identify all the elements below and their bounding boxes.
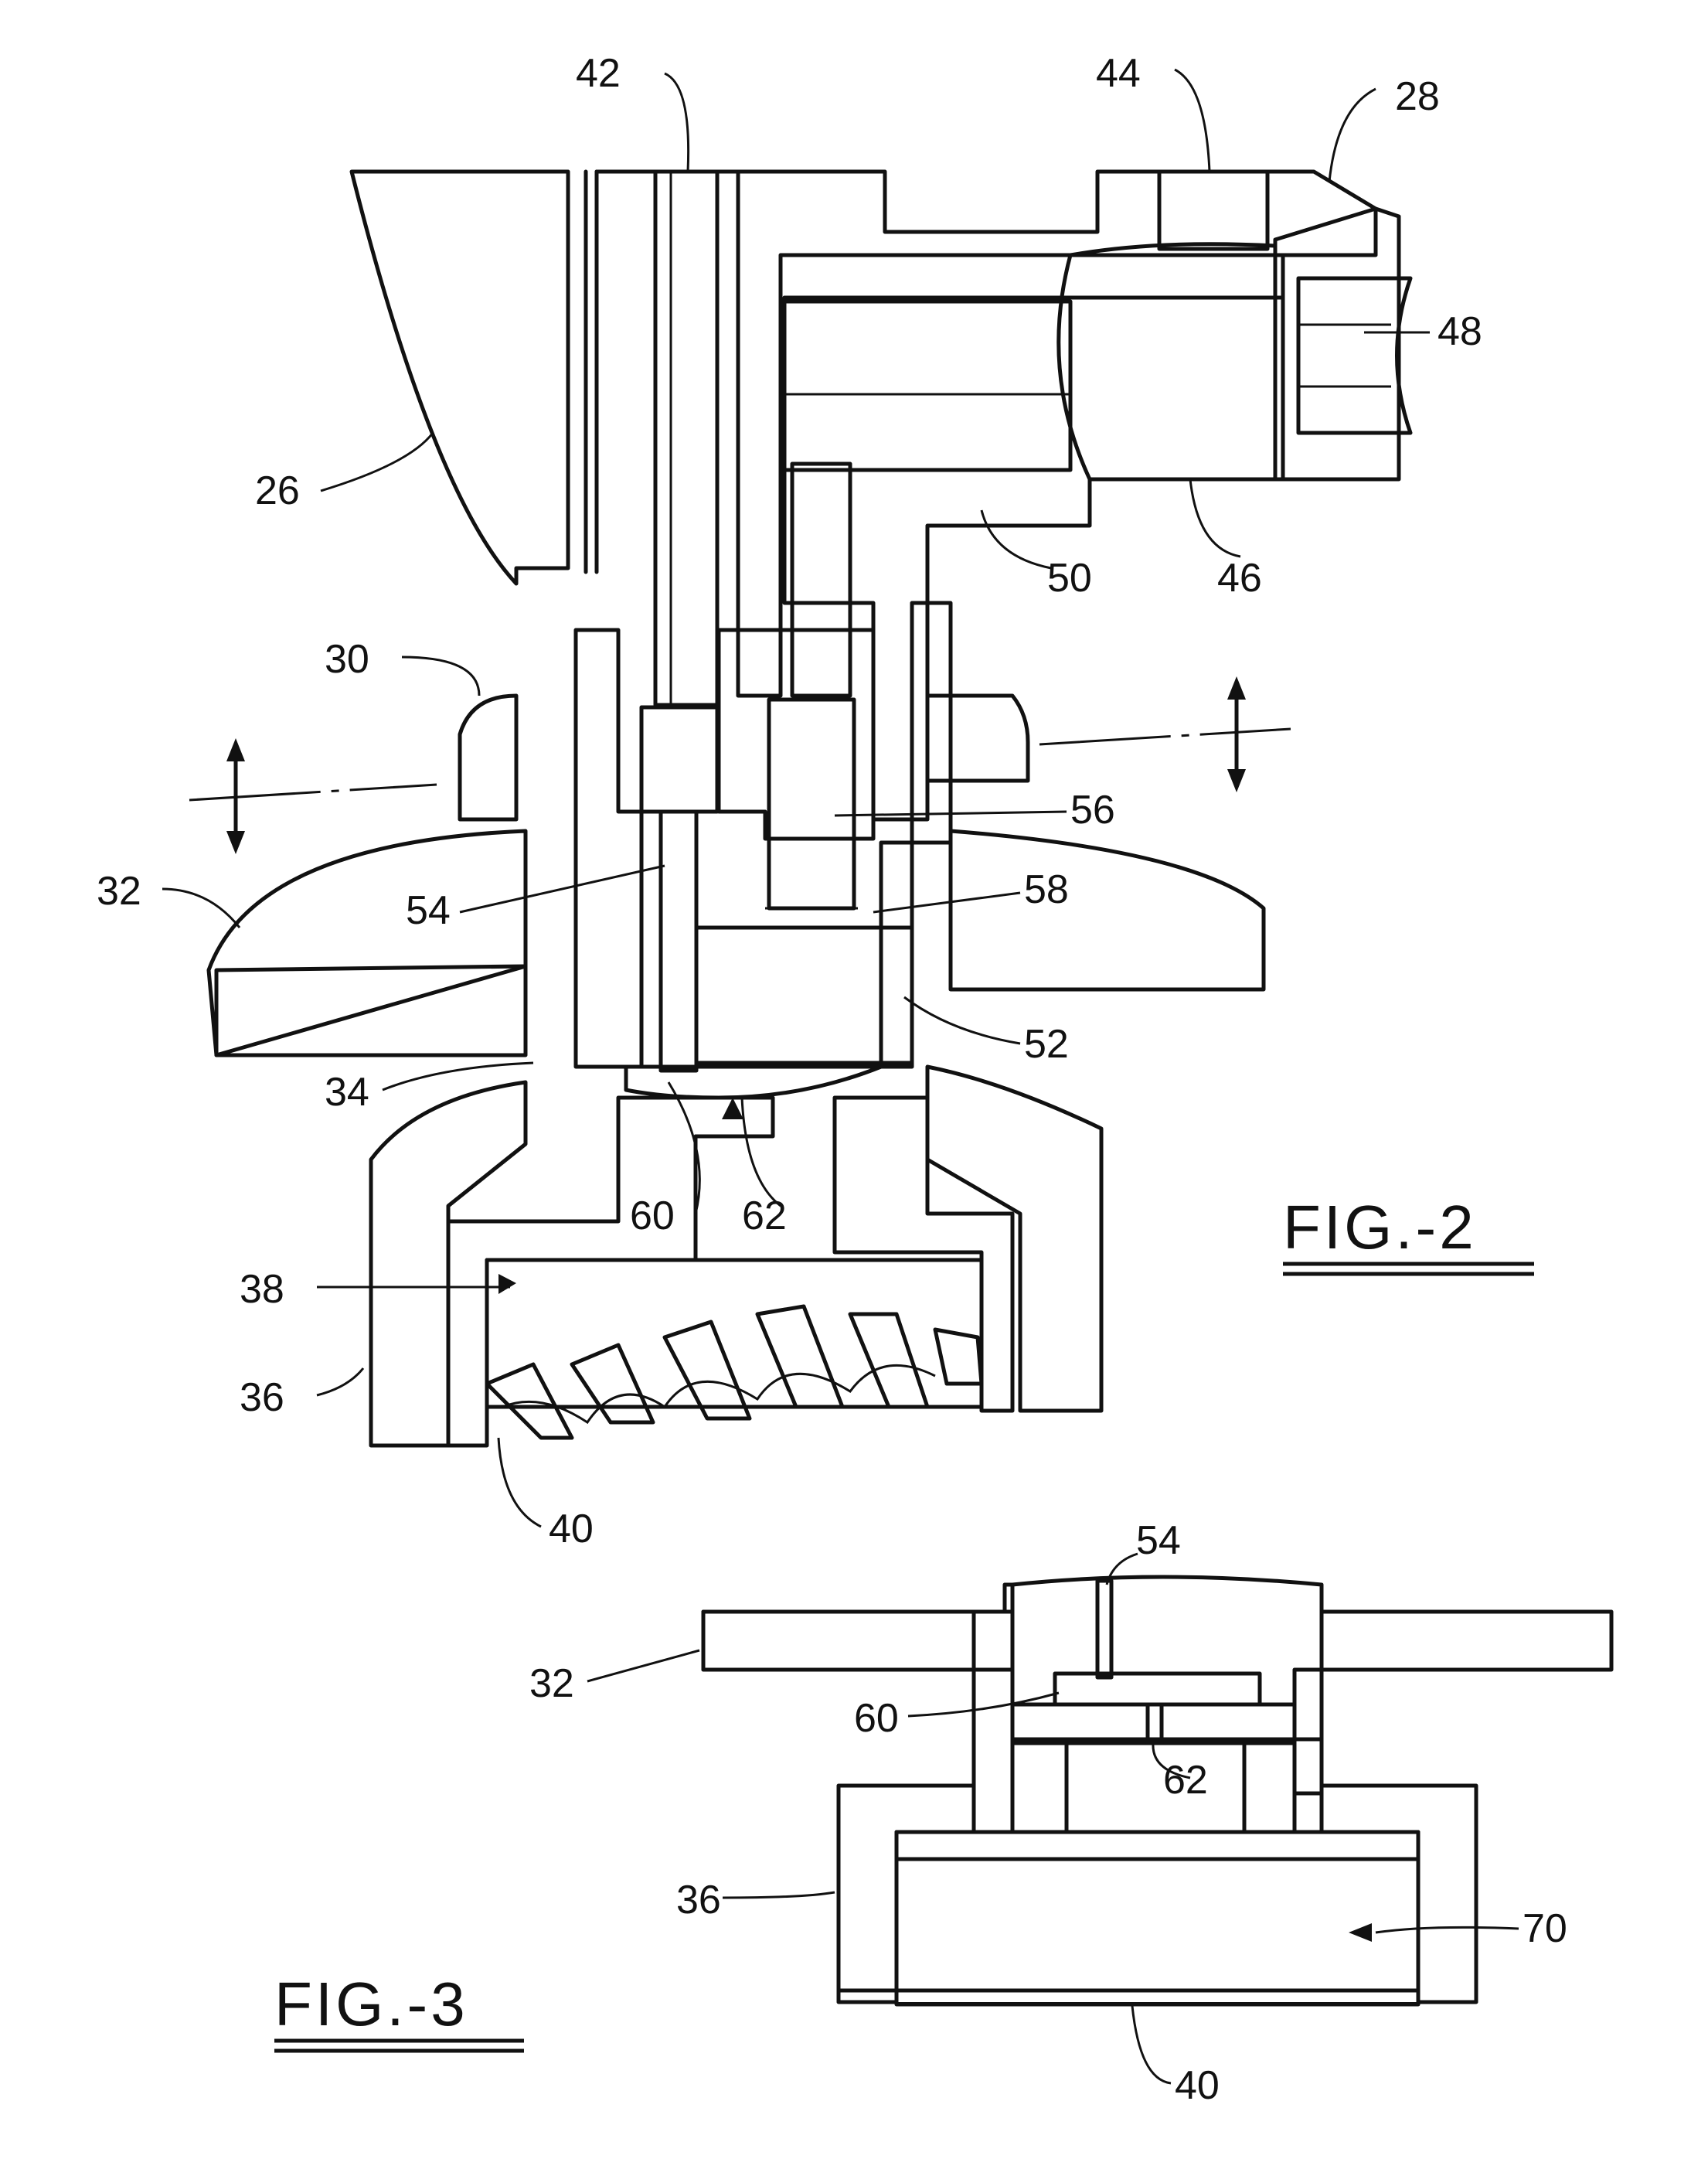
label-40: 40 <box>549 1507 594 1551</box>
fig3-bottom-frame <box>839 2002 1476 2004</box>
fig3-stem-right <box>1244 1743 1295 1832</box>
flange-30 <box>460 696 516 819</box>
fig3-drawing: 54 32 60 62 36 70 40 FIG.-3 <box>274 1518 1611 2108</box>
media-40-curve <box>502 1365 935 1422</box>
fig2-title: FIG.-2 <box>1283 1193 1477 1262</box>
label-44: 44 <box>1096 51 1141 96</box>
label-56: 56 <box>1070 788 1115 833</box>
disc-32 <box>209 831 526 1055</box>
label-62: 62 <box>742 1194 787 1238</box>
fig3-disc-32-left <box>703 1585 1012 1670</box>
fig3-housing-36-bottom-left <box>839 1990 897 2002</box>
central-body <box>597 172 1376 819</box>
valve-stem-34 <box>576 630 641 1067</box>
fig3-pointer-70 <box>1349 1923 1372 1942</box>
bore-54 <box>661 812 696 1071</box>
label-50: 50 <box>1047 556 1092 601</box>
fig3-sleeve-left <box>974 1612 1012 1832</box>
fig3-foam-70 <box>897 1859 1418 1990</box>
fig3-label-40: 40 <box>1175 2063 1220 2108</box>
fig3-label-32: 32 <box>529 1661 574 1706</box>
fig3-title: FIG.-3 <box>274 1970 468 2038</box>
cap-38-right <box>835 1098 1012 1411</box>
passage-56 <box>769 700 854 908</box>
fig3-label-54: 54 <box>1136 1518 1181 1563</box>
fig3-labels: 54 32 60 62 36 70 40 <box>529 1518 1567 2108</box>
arrow-right <box>1227 676 1246 792</box>
label-36: 36 <box>240 1375 284 1420</box>
passage-56-upper <box>792 464 850 696</box>
label-32: 32 <box>97 869 141 914</box>
funnel-cone <box>352 172 568 584</box>
label-54: 54 <box>406 888 451 933</box>
label-34: 34 <box>325 1070 369 1115</box>
fig3-chamber-60 <box>1055 1674 1260 1704</box>
fig3-label-70: 70 <box>1523 1906 1567 1951</box>
label-48: 48 <box>1438 309 1482 354</box>
fig3-housing-36 <box>839 1786 974 1990</box>
bore-42-lower <box>641 707 717 812</box>
axis-line <box>189 729 1291 800</box>
label-42: 42 <box>576 51 621 96</box>
fig3-label-60: 60 <box>854 1696 899 1741</box>
fig3-valve-body <box>1012 1577 1322 1739</box>
label-30: 30 <box>325 637 369 682</box>
label-46: 46 <box>1217 556 1262 601</box>
fig3-label-62: 62 <box>1163 1758 1208 1803</box>
port-42-bore <box>655 172 717 705</box>
fig3-disc-32 <box>703 1612 974 1670</box>
media-40 <box>487 1306 982 1438</box>
label-52: 52 <box>1024 1022 1069 1067</box>
fig3-housing-36-right <box>1322 1786 1476 2002</box>
fitting-48-bore <box>1298 278 1410 433</box>
disc-32-right <box>951 831 1264 989</box>
fig2-drawing: 42 44 28 48 26 50 46 30 56 32 54 58 52 3… <box>97 51 1534 1551</box>
fig3-stem-left <box>1012 1743 1067 1832</box>
fitting-48 <box>1275 209 1399 479</box>
fig3-bore-54 <box>1097 1581 1111 1677</box>
label-26: 26 <box>255 468 300 513</box>
filter-46 <box>1059 244 1275 479</box>
housing-right <box>881 603 951 1067</box>
label-60: 60 <box>630 1194 675 1238</box>
pointer-62 <box>722 1098 743 1119</box>
fig3-inner-rim <box>897 1832 1418 1859</box>
label-58: 58 <box>1024 867 1069 912</box>
flange-30-right <box>927 696 1028 781</box>
port-44 <box>1159 172 1267 249</box>
fig3-disc-32-right <box>1322 1612 1611 1670</box>
pointer-38 <box>498 1274 516 1294</box>
fig3-label-36: 36 <box>676 1878 721 1922</box>
fig3-sleeve-right <box>1295 1670 1322 1793</box>
label-28: 28 <box>1395 74 1440 119</box>
channel-50 <box>784 301 1070 470</box>
label-38: 38 <box>240 1267 284 1312</box>
